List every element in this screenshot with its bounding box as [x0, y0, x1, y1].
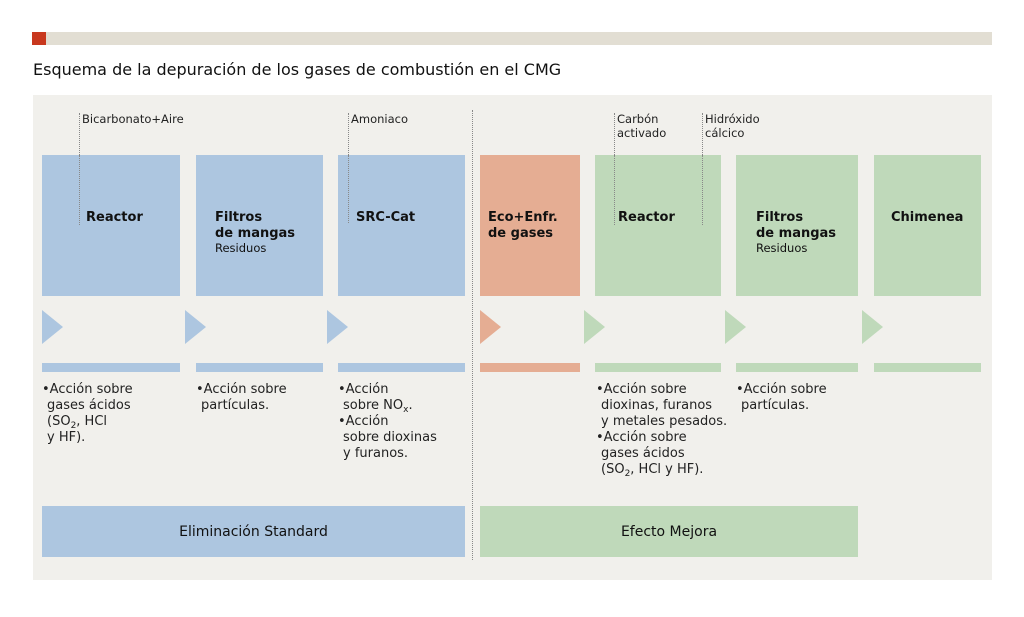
- description-filtros-2: •Acción sobre partículas.: [736, 382, 827, 414]
- desc-line: •Acción sobre: [596, 382, 687, 397]
- desc-subscript: x: [403, 405, 409, 415]
- desc-text: (SO: [601, 462, 625, 477]
- desc-text: (SO: [47, 414, 71, 429]
- flow-arrow-icon: [185, 310, 206, 344]
- input-line: [614, 155, 615, 225]
- input-hidroxido-l2: cálcico: [705, 126, 745, 140]
- input-amoniaco: Amoniaco: [351, 112, 408, 126]
- input-line: [79, 155, 80, 225]
- desc-subscript: 2: [624, 469, 631, 479]
- stage-chimenea: Chimenea: [874, 155, 981, 296]
- stage-eco-enfr: Eco+Enfr.de gases: [480, 155, 580, 296]
- desc-line: sobre dioxinas: [343, 430, 437, 445]
- desc-line: •Acción sobre: [196, 382, 287, 397]
- desc-line: partículas.: [201, 398, 270, 413]
- input-carbon-l2: activado: [617, 126, 667, 140]
- stage-sublabel: Residuos: [215, 241, 267, 255]
- stage-label-l1: Filtros: [215, 210, 263, 225]
- group-label: Efecto Mejora: [620, 523, 718, 540]
- desc-line: partículas.: [741, 398, 810, 413]
- flow-arrow-icon: [584, 310, 605, 344]
- stage-src-cat: SRC-Cat: [338, 155, 465, 296]
- stage-bar: [42, 363, 180, 372]
- stage-bar: [196, 363, 323, 372]
- stage-label-l2: de gases: [488, 226, 554, 241]
- stage-bar: [736, 363, 858, 372]
- group-efecto-mejora: Efecto Mejora: [480, 506, 858, 557]
- stage-label: SRC-Cat: [356, 210, 416, 225]
- stage-bar: [874, 363, 981, 372]
- desc-text: .: [408, 398, 413, 413]
- flow-arrow-icon: [862, 310, 883, 344]
- group-eliminacion-standard: Eliminación Standard: [42, 506, 465, 557]
- stage-label-l2: de mangas: [756, 226, 837, 241]
- stage-label: Eco+Enfr.de gases: [488, 210, 580, 242]
- desc-line: sobre NOx.: [338, 398, 437, 415]
- description-src-cat: •Acción sobre NOx. •Acción sobre dioxina…: [338, 382, 437, 462]
- flow-arrow-icon: [42, 310, 63, 344]
- flow-arrow-icon: [725, 310, 746, 344]
- input-hidroxido-l1: Hidróxido: [705, 112, 760, 126]
- desc-text: , HCl: [76, 414, 108, 429]
- desc-line: y furanos.: [343, 446, 409, 461]
- stage-bar: [595, 363, 721, 372]
- desc-line: •Acción sobre: [596, 430, 687, 445]
- description-reactor-1: •Acción sobre gases ácidos (SO2, HCl y H…: [42, 382, 133, 446]
- desc-line: (SO2, HCl y HF).: [596, 462, 727, 479]
- flow-arrow-icon: [327, 310, 348, 344]
- input-bicarbonato: Bicarbonato+Aire: [82, 112, 184, 126]
- stage-bar: [338, 363, 465, 372]
- desc-line: gases ácidos: [47, 398, 131, 413]
- stage-sublabel: Residuos: [756, 241, 808, 255]
- desc-line: •Acción sobre: [736, 382, 827, 397]
- desc-subscript: 2: [70, 421, 77, 431]
- stage-label-l1: Eco+Enfr.: [488, 210, 558, 225]
- stage-label: Chimenea: [891, 210, 964, 225]
- stage-label: Reactor: [618, 210, 675, 225]
- input-carbon-l1: Carbón: [617, 112, 659, 126]
- desc-line: dioxinas, furanos: [601, 398, 713, 413]
- header-rule: [32, 32, 992, 45]
- stage-bar: [480, 363, 580, 372]
- desc-line: y HF).: [47, 430, 86, 445]
- accent-square: [32, 32, 46, 45]
- stage-label-l2: de mangas: [215, 226, 296, 241]
- desc-line: •Acción sobre: [42, 382, 133, 397]
- group-label: Eliminación Standard: [179, 523, 328, 540]
- desc-line: gases ácidos: [601, 446, 685, 461]
- desc-line: y metales pesados.: [601, 414, 728, 429]
- description-reactor-2: •Acción sobre dioxinas, furanos y metale…: [596, 382, 728, 479]
- desc-line: •Acción: [338, 382, 389, 397]
- input-line: [348, 155, 349, 223]
- stage-reactor-1: Reactor: [42, 155, 180, 296]
- stage-label-l1: Filtros: [756, 210, 804, 225]
- diagram-title: Esquema de la depuración de los gases de…: [33, 60, 562, 79]
- section-divider: [472, 110, 473, 560]
- flow-arrow-icon: [480, 310, 501, 344]
- desc-text: , HCl y HF).: [630, 462, 704, 477]
- desc-line: •Acción: [338, 414, 389, 429]
- input-line: [702, 155, 703, 225]
- desc-line: (SO2, HCl: [42, 414, 133, 431]
- stage-reactor-2: Reactor: [595, 155, 721, 296]
- desc-text: sobre NO: [343, 398, 404, 413]
- description-filtros-1: •Acción sobre partículas.: [196, 382, 287, 414]
- stage-label: Reactor: [86, 210, 143, 225]
